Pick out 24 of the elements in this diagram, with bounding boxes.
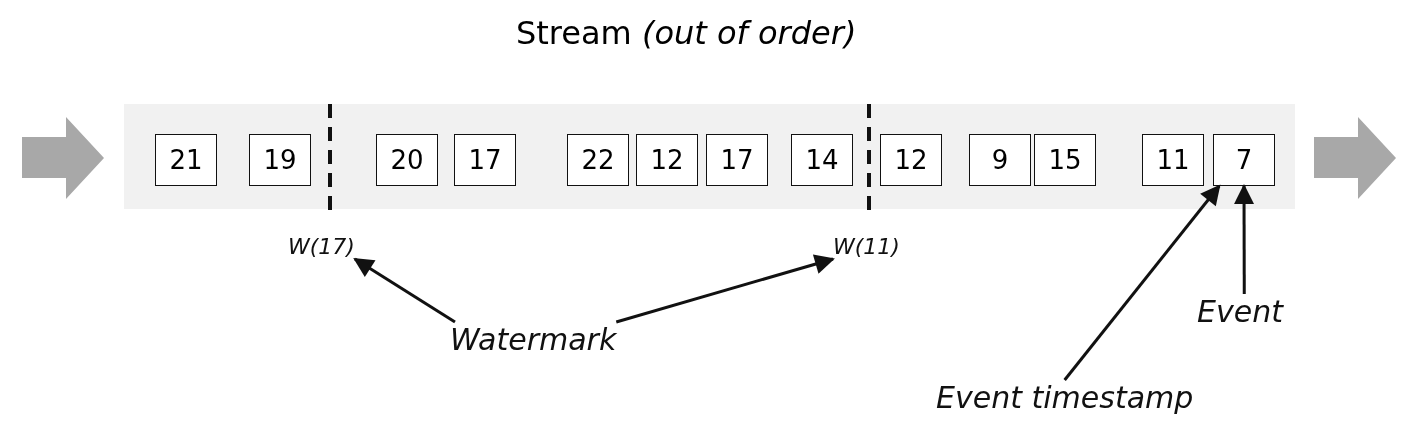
event-box: 9: [969, 134, 1031, 186]
stream-band: [124, 104, 1295, 209]
event-box: 12: [880, 134, 942, 186]
watermark-label: W(11): [833, 234, 900, 259]
event-box: 15: [1034, 134, 1096, 186]
event-box: 14: [791, 134, 853, 186]
diagram-title: Stream (out of order): [516, 14, 857, 52]
annotation-label: Event timestamp: [936, 380, 1194, 415]
event-box: 19: [249, 134, 311, 186]
arrow: [615, 254, 835, 324]
event-box: 20: [376, 134, 438, 186]
annotation-label: Event: [1197, 294, 1283, 329]
arrow: [353, 257, 456, 324]
arrow: [1063, 184, 1221, 381]
event-box: 17: [706, 134, 768, 186]
event-box: 21: [155, 134, 217, 186]
arrow: [1234, 184, 1255, 294]
annotation-label: Watermark: [450, 322, 617, 357]
event-box: 7: [1213, 134, 1275, 186]
event-box: 12: [636, 134, 698, 186]
event-box: 22: [567, 134, 629, 186]
event-box: 11: [1142, 134, 1204, 186]
watermark-label: W(17): [288, 234, 355, 259]
event-box: 17: [454, 134, 516, 186]
